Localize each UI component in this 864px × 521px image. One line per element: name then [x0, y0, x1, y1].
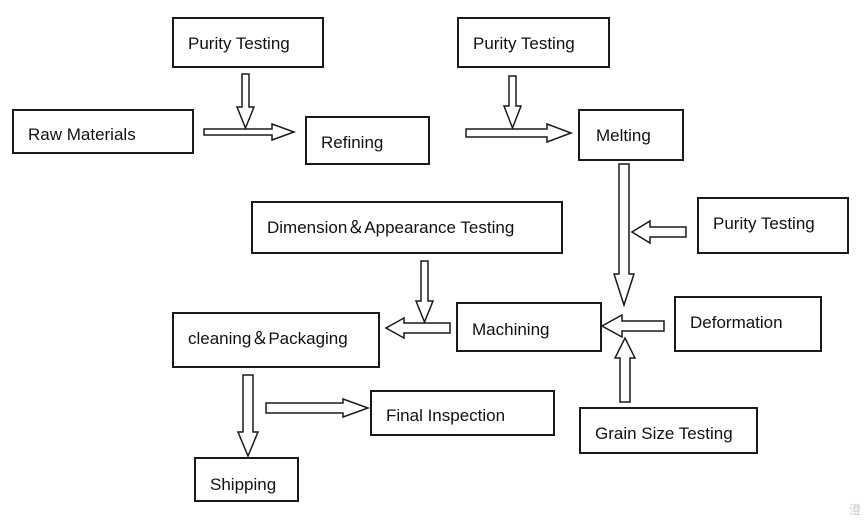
node-label: cleaning＆Packaging [188, 329, 348, 348]
arrow-raw-to-refining [203, 122, 297, 142]
arrow-deformation-to-machining [600, 313, 665, 339]
node-refining: Refining [305, 116, 430, 165]
node-raw-materials: Raw Materials [12, 109, 194, 154]
node-label: Purity Testing [713, 214, 815, 233]
node-final-inspection: Final Inspection [370, 390, 555, 436]
node-purity-testing-3: Purity Testing [697, 197, 849, 254]
node-label: Shipping [210, 475, 277, 494]
node-label: Grain Size Testing [595, 424, 733, 443]
watermark: 澄 [848, 503, 861, 517]
node-label: Dimension＆Appearance Testing [267, 218, 515, 237]
node-purity-testing-2: Purity Testing [457, 17, 610, 68]
arrow-melting-to-machining [612, 163, 636, 308]
node-shipping: Shipping [194, 457, 299, 502]
node-machining: Machining [456, 302, 602, 352]
arrow-final-inspection-right [265, 397, 371, 419]
node-label: Purity Testing [473, 34, 575, 53]
node-deformation: Deformation [674, 296, 822, 352]
node-label: Refining [321, 133, 384, 152]
arrow-machining-to-cleaning [384, 316, 451, 340]
arrow-cleaning-to-shipping [236, 374, 260, 458]
node-purity-testing-1: Purity Testing [172, 17, 324, 68]
arrow-purity-1-down [235, 73, 256, 130]
node-label: Deformation [690, 313, 783, 332]
arrow-purity-3-left [630, 219, 687, 245]
node-dimension-appearance-testing: Dimension＆Appearance Testing [251, 201, 563, 254]
node-grain-size-testing: Grain Size Testing [579, 407, 758, 454]
node-cleaning-packaging: cleaning＆Packaging [172, 312, 380, 368]
node-label: Final Inspection [386, 406, 506, 425]
arrow-refining-to-melting [465, 122, 574, 144]
node-label: Melting [596, 126, 651, 145]
arrow-purity-2-down [502, 75, 523, 131]
node-melting: Melting [578, 109, 684, 161]
arrow-dimension-down [414, 260, 435, 324]
node-label: Raw Materials [28, 125, 136, 144]
arrow-grain-to-machining [613, 336, 637, 403]
node-label: Machining [472, 320, 550, 339]
node-label: Purity Testing [188, 34, 290, 53]
